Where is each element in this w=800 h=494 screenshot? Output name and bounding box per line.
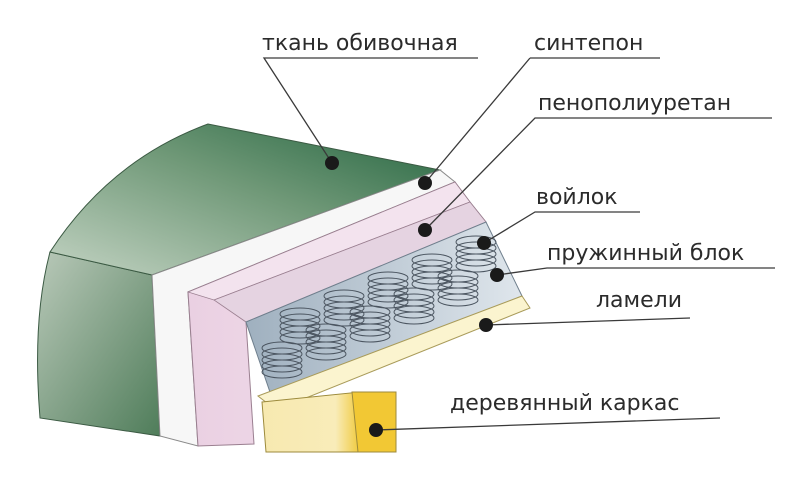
- dot-fabric: [325, 156, 339, 170]
- fabric-side-layer: [37, 251, 161, 437]
- leader-felt: [483, 211, 640, 244]
- wooden-frame-side: [261, 391, 361, 453]
- spring-coil: [393, 293, 435, 307]
- spring-coil: [261, 347, 303, 361]
- spring-coil: [279, 313, 321, 327]
- spring-coil: [455, 235, 497, 249]
- label-fabric: ткань обивочная: [262, 31, 458, 56]
- spring-coils: [261, 235, 497, 379]
- dot-sintepon: [418, 176, 432, 190]
- dot-frame: [369, 423, 383, 437]
- spring-coil: [305, 323, 347, 337]
- spring-coil: [323, 289, 365, 303]
- label-springs: пружинный блок: [547, 241, 744, 266]
- spring-coil: [367, 277, 409, 291]
- spring-coil: [367, 271, 409, 285]
- dot-springs: [490, 268, 504, 282]
- leader-frame: [375, 417, 721, 431]
- spring-coil: [305, 329, 347, 343]
- spring-coil: [261, 341, 303, 355]
- spring-coil: [437, 269, 479, 283]
- leader-springs: [496, 267, 775, 276]
- leader-lamels: [485, 317, 691, 326]
- leader-fabric: [262, 57, 478, 164]
- wooden-frame-end: [351, 391, 397, 453]
- spring-coil: [279, 307, 321, 321]
- spring-coil: [393, 287, 435, 301]
- dot-felt: [477, 236, 491, 250]
- label-sintepon: синтепон: [534, 31, 643, 56]
- spring-coil: [437, 275, 479, 289]
- label-frame: деревянный каркас: [450, 391, 679, 416]
- dot-lamels: [479, 318, 493, 332]
- spring-coil: [323, 295, 365, 309]
- spring-coil: [411, 259, 453, 273]
- spring-coil: [349, 305, 391, 319]
- spring-coil: [455, 241, 497, 255]
- leader-sintepon: [424, 57, 531, 184]
- spring-coil: [349, 311, 391, 325]
- label-felt: войлок: [536, 185, 618, 210]
- spring-coil: [411, 253, 453, 267]
- leader-ppu: [424, 117, 772, 231]
- fabric-top-layer: [49, 123, 442, 276]
- label-ppu: пенополиуретан: [538, 91, 731, 116]
- label-lamels: ламели: [596, 288, 682, 313]
- dot-ppu: [418, 223, 432, 237]
